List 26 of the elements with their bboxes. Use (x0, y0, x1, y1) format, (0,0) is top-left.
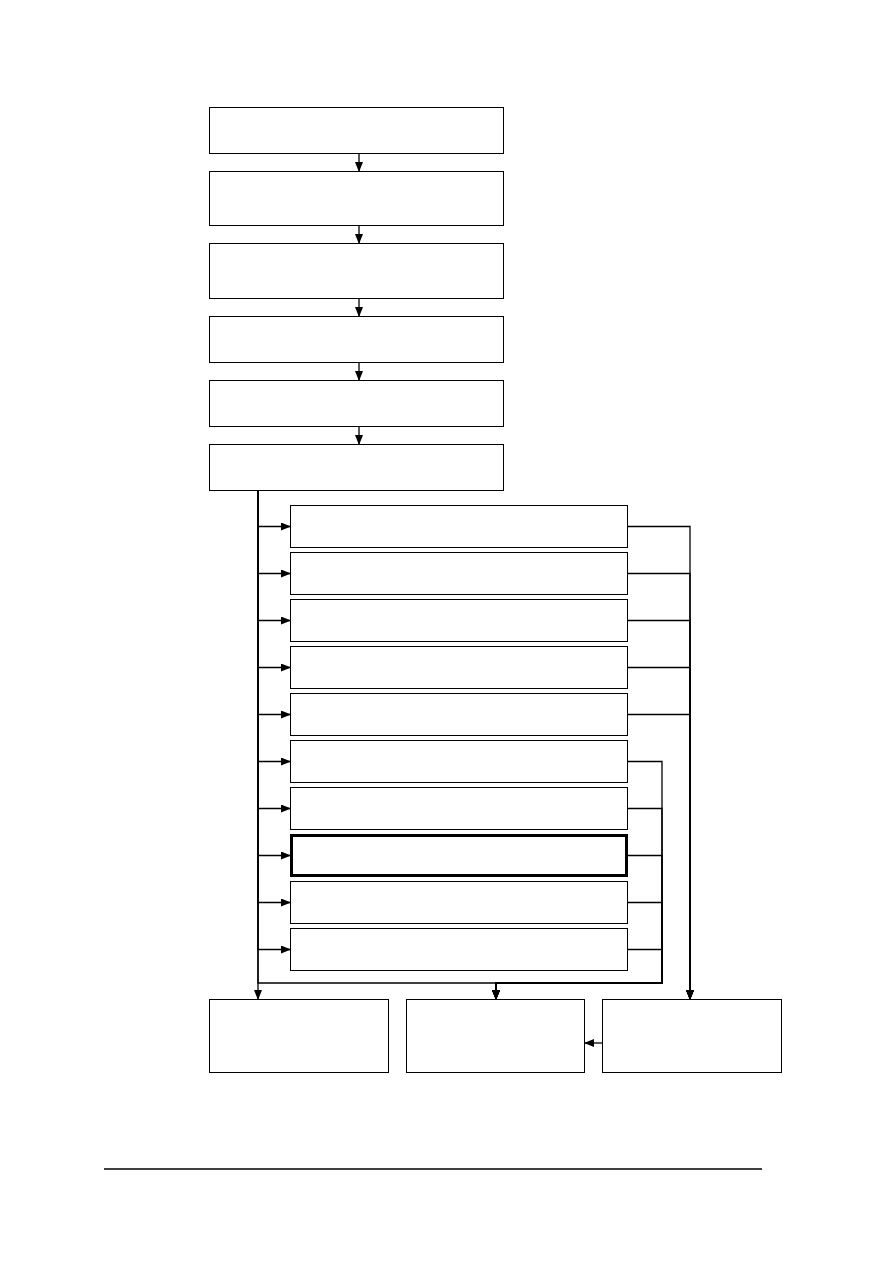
arrow (355, 225, 363, 244)
arrow (584, 1039, 603, 1047)
arrow (492, 948, 663, 1000)
arrow (355, 362, 363, 381)
process-box (209, 171, 504, 226)
process-box (290, 693, 628, 736)
arrow (355, 298, 363, 317)
process-box (290, 928, 628, 971)
process-box (290, 787, 628, 830)
process-box (209, 107, 504, 154)
process-box (290, 646, 628, 689)
process-box (209, 999, 389, 1073)
process-box (290, 599, 628, 642)
arrow (355, 426, 363, 445)
process-box (290, 552, 628, 595)
process-box (209, 444, 504, 491)
process-box (209, 380, 504, 427)
process-box (406, 999, 585, 1073)
process-box (290, 740, 628, 783)
process-box (602, 999, 782, 1073)
process-box (290, 505, 628, 548)
process-box (209, 243, 504, 299)
process-box (290, 834, 628, 877)
process-box (290, 881, 628, 924)
process-box (209, 316, 504, 363)
arrow (355, 153, 363, 172)
